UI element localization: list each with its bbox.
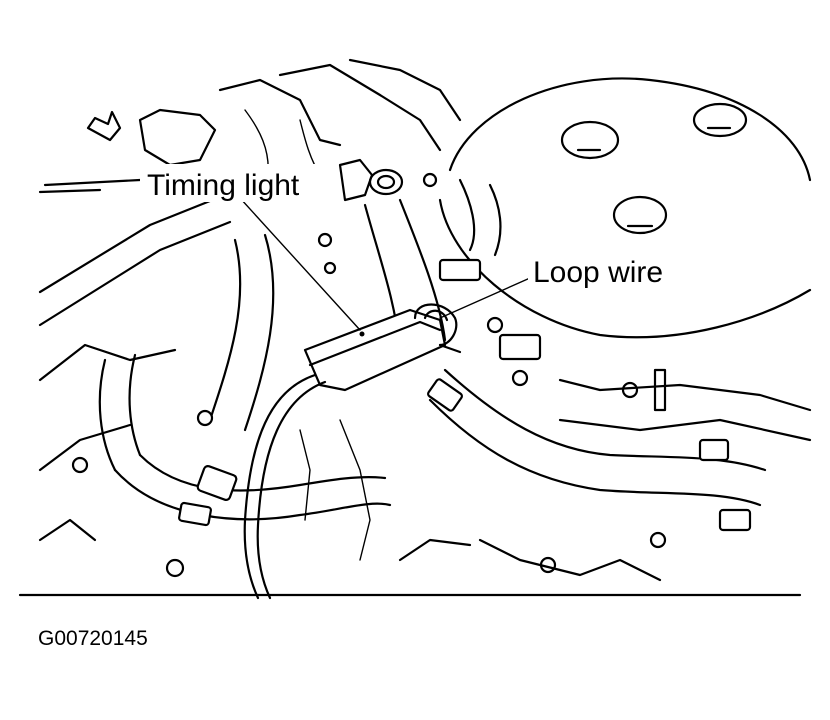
loop-wire-label: Loop wire: [533, 256, 663, 289]
timing-light-label: Timing light: [147, 169, 300, 202]
loop-wire-label-bg: [528, 252, 688, 290]
leader-lines: [239, 197, 531, 331]
lower-components: [299, 378, 812, 582]
figure-code: G00720145: [38, 627, 148, 650]
bolts: [71, 172, 667, 578]
round-housing: [438, 77, 812, 339]
loop-wire-leader: [439, 277, 531, 319]
engine-bay-outline: [18, 178, 802, 597]
upper-engine-parts: [86, 58, 462, 179]
timing-light-clamp: [303, 308, 447, 392]
timing-light-leader: [239, 197, 361, 331]
coil-connector: [338, 158, 404, 202]
loop-wire: [413, 303, 462, 354]
timing-light-cable: [243, 373, 327, 600]
timing-light-label-bg: [140, 164, 335, 202]
clamps: [178, 258, 752, 532]
